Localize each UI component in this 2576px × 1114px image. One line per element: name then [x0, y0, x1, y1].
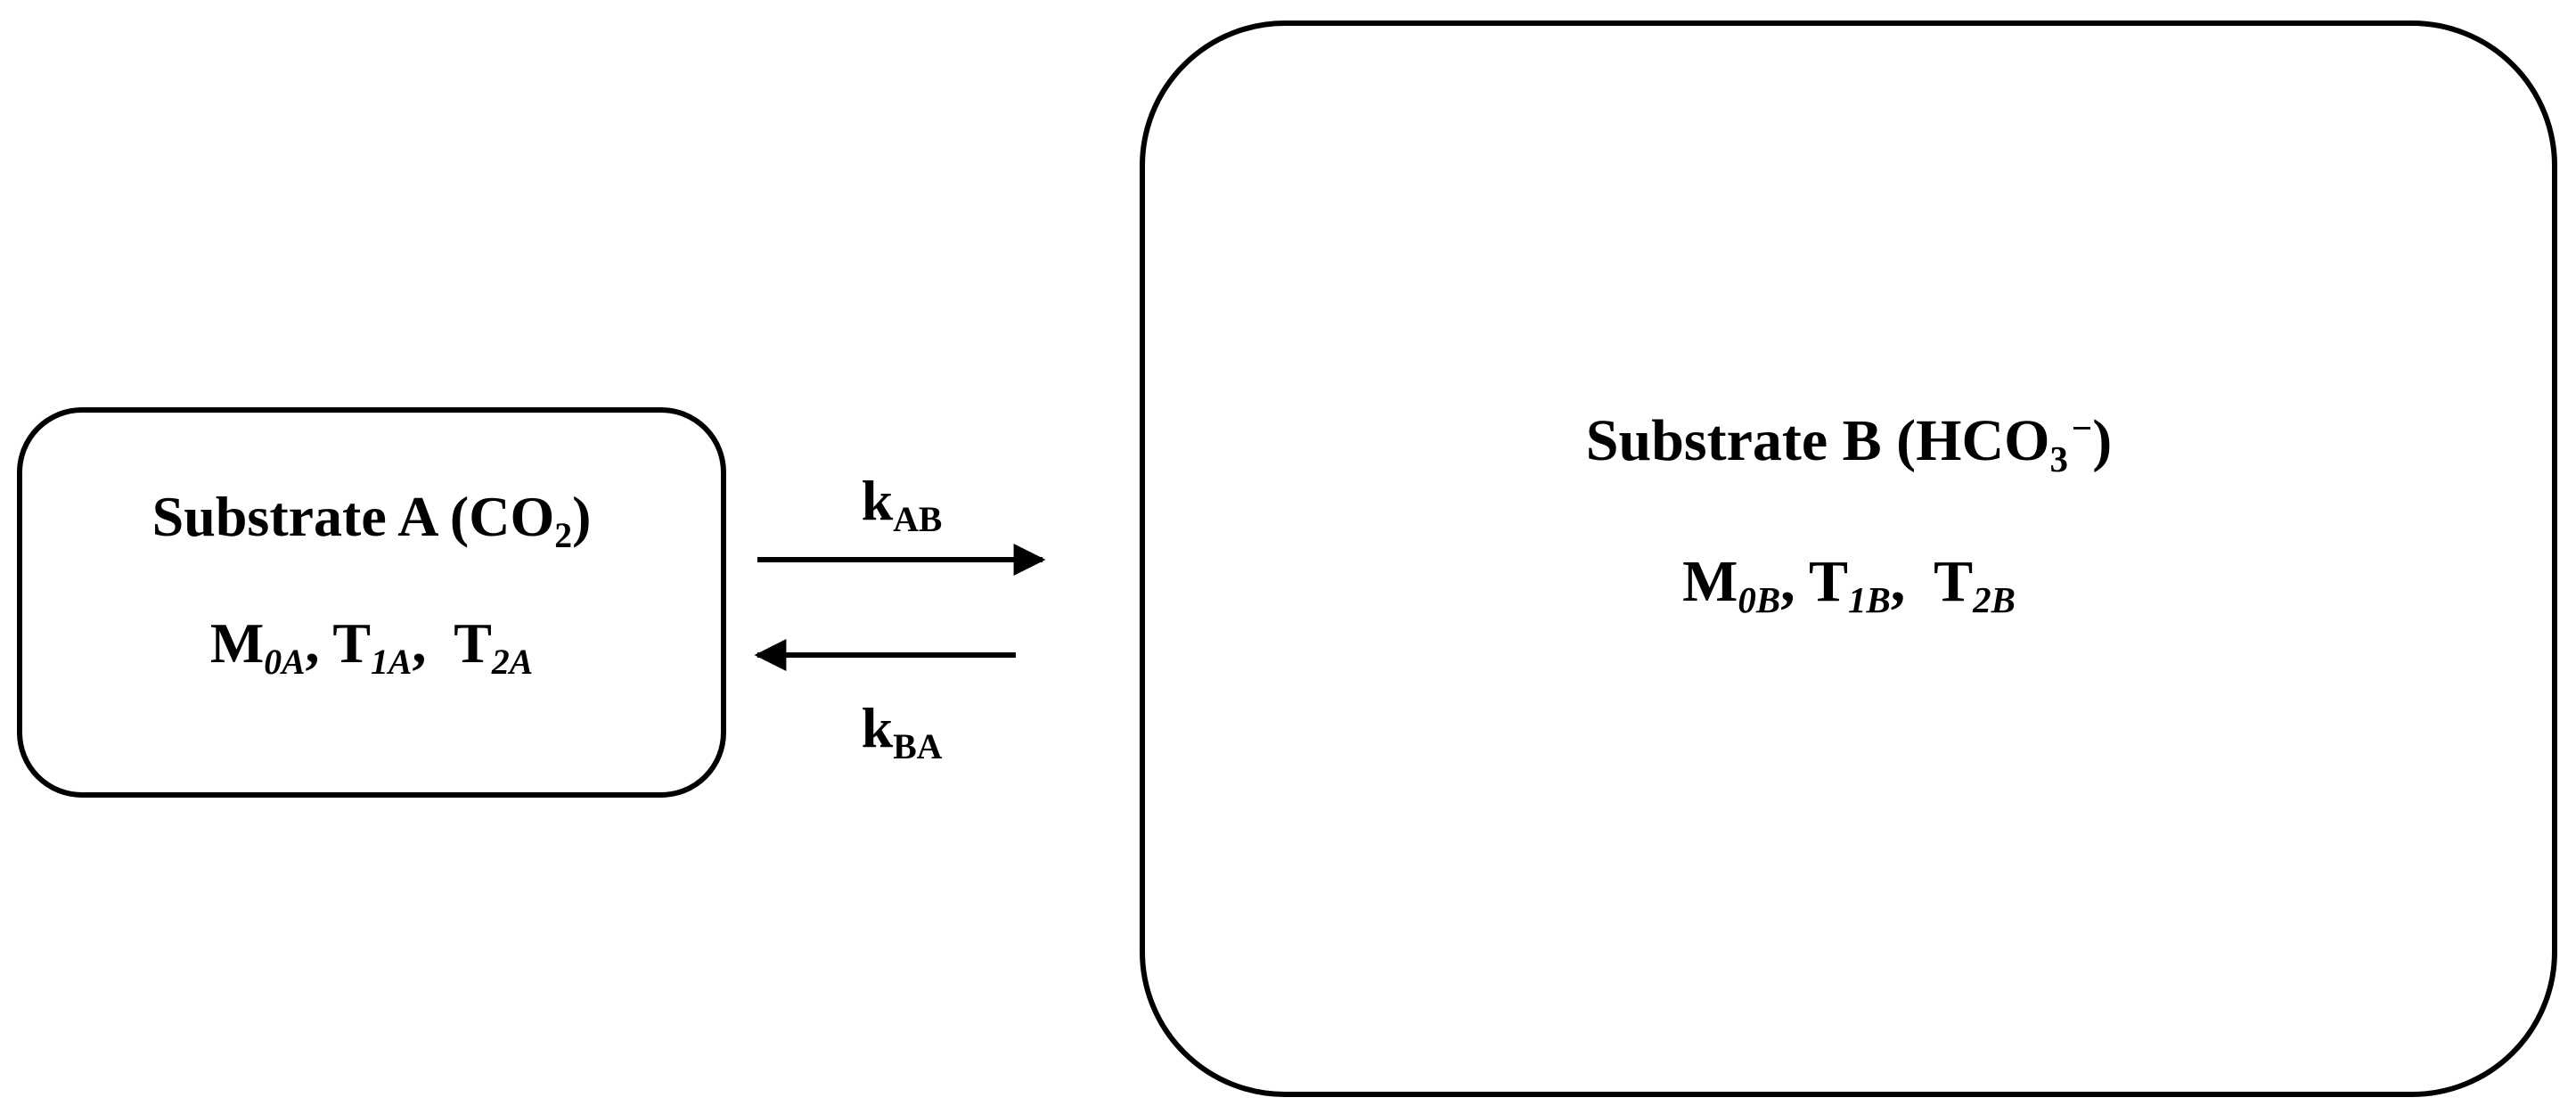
substrate-b-box: [1140, 20, 2557, 1097]
substrate-b-title-text: Substrate B (HCO: [1585, 408, 2050, 473]
substrate-b-title-superscript: −: [2071, 407, 2093, 448]
substrate-a-title-close: ): [572, 485, 592, 548]
substrate-b-title: Substrate B (HCO3−): [1586, 410, 2112, 479]
substrate-a-title-text: Substrate A (CO: [151, 485, 555, 548]
substrate-b-title-subscript: 3: [2049, 439, 2068, 480]
substrate-a-box: [17, 407, 726, 798]
rate-kab: kAB: [861, 469, 943, 539]
substrate-a-title-subscript: 2: [554, 515, 573, 555]
substrate-b-title-close: ): [2092, 408, 2113, 473]
substrate-b-params: M0B, T1B, T2B: [1682, 553, 2016, 619]
param-m0b: M0B,: [1682, 549, 1809, 621]
param-t2a: T2A: [454, 611, 534, 682]
param-t1b: T1B,: [1808, 549, 1934, 621]
substrate-a-params: M0A, T1A, T2A: [210, 615, 533, 680]
param-t2b: T2B: [1934, 549, 2016, 621]
param-m0a: M0A,: [209, 611, 333, 682]
rate-kba: kBA: [861, 696, 943, 766]
substrate-a-title: Substrate A (CO2): [151, 485, 592, 553]
param-t1a: T1A,: [332, 611, 454, 682]
